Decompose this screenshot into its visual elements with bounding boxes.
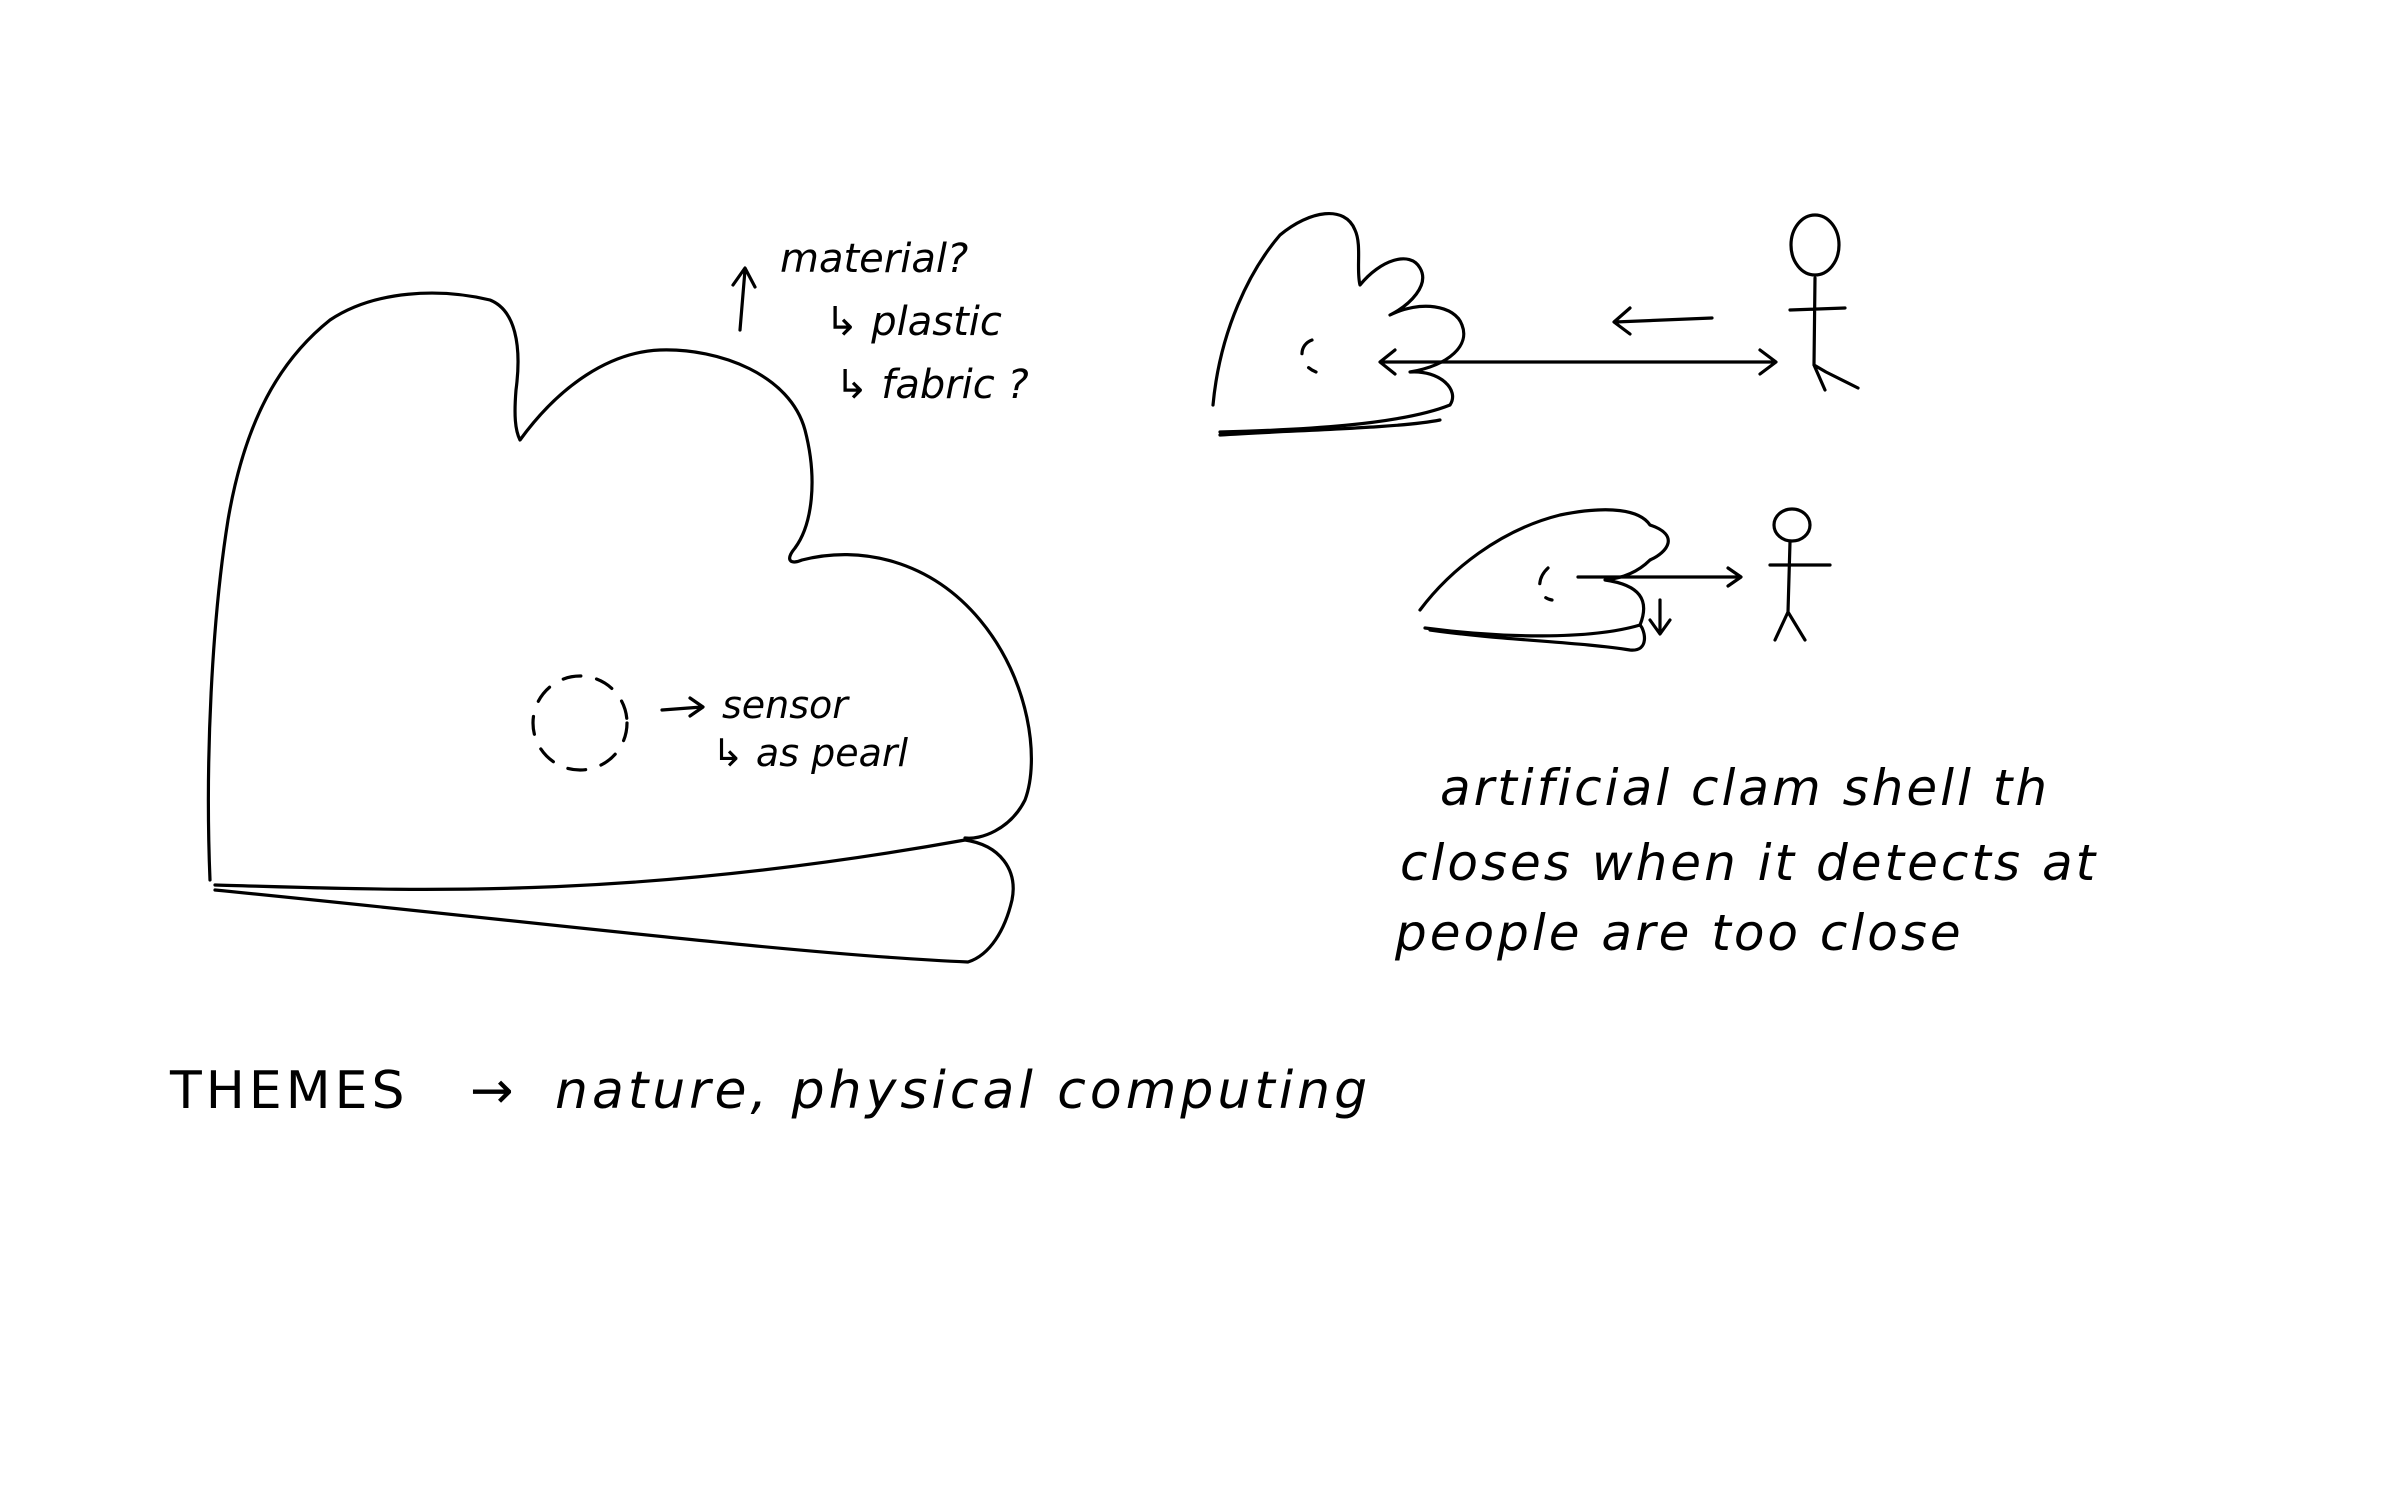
person-figure-small [1768,507,1832,642]
large-clam-shell-outline [206,291,1033,882]
person-figure-large [1788,213,1860,392]
person-small-body [1768,540,1832,642]
sensor-detail-text: ↳ as pearl [712,731,908,775]
closed-clam-range-arrow [1576,566,1743,588]
person-head [1789,213,1841,277]
person-body [1788,276,1860,392]
description-line-3: people are too close [1394,904,1964,962]
sensor-label-text: sensor [722,683,850,727]
open-clam-base [1218,418,1442,437]
material-option-fabric: ↳ fabric ? [835,362,1029,408]
open-clam-scene [1211,211,1860,437]
open-clam-shell [1211,211,1466,434]
open-clam-range-arrow [1378,348,1778,376]
large-clam-shell-lower-lip [213,838,1015,964]
large-clam-shell [206,266,1033,964]
sensor-arrow [660,696,705,718]
closing-arrow [1648,598,1672,636]
material-question-text: material? [780,236,968,282]
material-option-plastic: ↳ plastic [825,299,1002,345]
approach-arrow [1612,306,1714,336]
person-small-head [1772,507,1812,543]
themes-label: THEMES [169,1061,408,1121]
closed-clam-shell [1418,508,1670,638]
description-line-2: closes when it detects at [1400,834,2098,892]
material-arrow [731,266,757,332]
themes-values: nature, physical computing [555,1061,1371,1121]
pearl-sensor-circle [531,674,629,772]
closed-clam-sensor [1538,566,1554,602]
closed-clam-lower [1428,623,1646,652]
themes-arrow: → [470,1061,518,1121]
open-clam-sensor [1300,338,1318,374]
closed-clam-scene [1418,507,1832,652]
description-line-1: artificial clam shell th [1440,759,2050,817]
